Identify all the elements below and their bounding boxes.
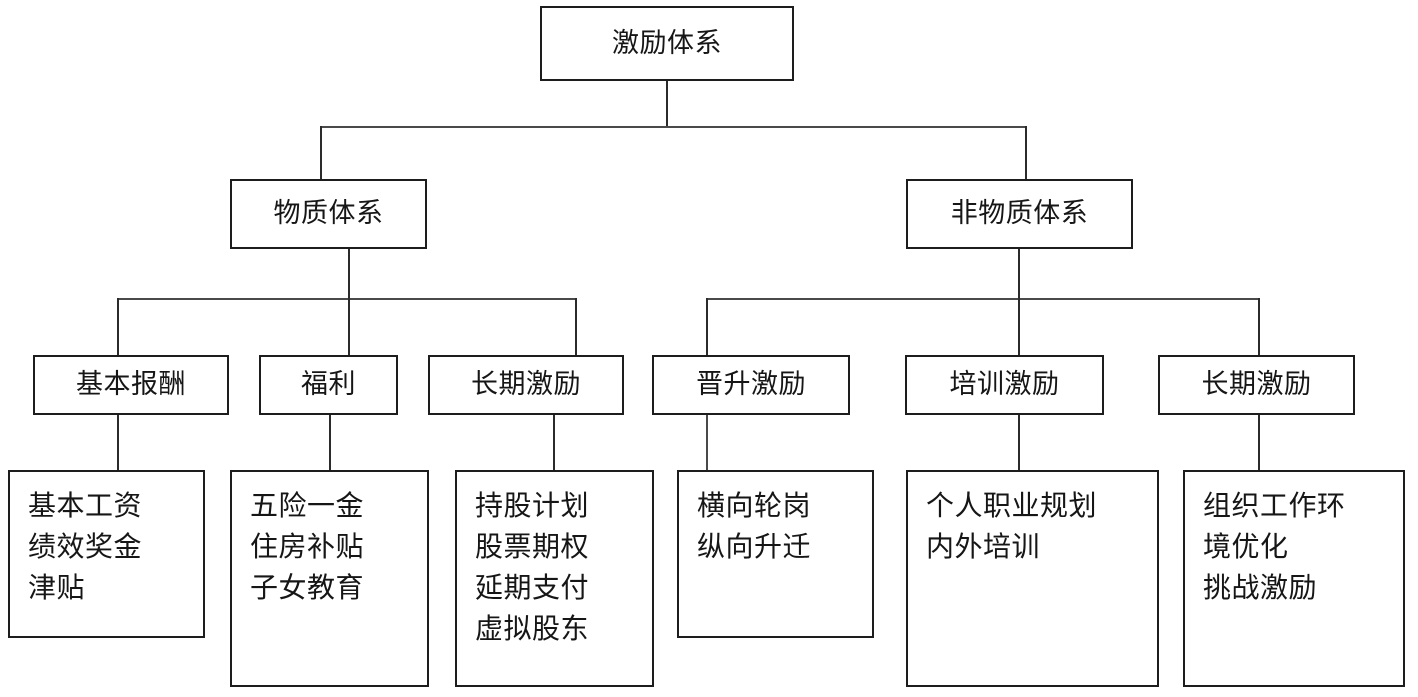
node-label: 长期激励	[1201, 369, 1312, 400]
leaf-text: 组织工作环 境优化 挑战激励	[1203, 491, 1346, 605]
connector-non-material-stem	[1018, 249, 1020, 299]
connector-root-stem	[666, 81, 668, 127]
node-label: 长期激励	[471, 369, 581, 400]
leaf-text: 基本工资 绩效奖金 津贴	[28, 491, 143, 605]
connector-root-to-material	[320, 126, 322, 179]
connector-material-to-welfare	[348, 298, 350, 357]
node-label: 物质体系	[273, 198, 384, 229]
node-promotion[interactable]: 晋升激励	[652, 355, 850, 415]
connector-material-bus	[117, 298, 577, 300]
leaf-basic-pay-items[interactable]: 基本工资 绩效奖金 津贴	[8, 470, 205, 638]
connector-long-term-material-to-items	[553, 415, 555, 471]
leaf-text: 五险一金 住房补贴 子女教育	[250, 491, 365, 605]
node-label: 福利	[301, 369, 356, 400]
connector-non-material-to-promotion	[706, 298, 708, 357]
leaf-text: 个人职业规划 内外培训	[926, 491, 1098, 564]
connector-material-to-basic-pay	[117, 298, 119, 357]
node-label: 晋升激励	[696, 369, 806, 400]
node-label: 基本报酬	[76, 369, 186, 400]
connector-non-material-to-long-term	[1258, 298, 1260, 357]
leaf-text: 横向轮岗 纵向升迁	[697, 491, 812, 564]
leaf-promotion-items[interactable]: 横向轮岗 纵向升迁	[677, 470, 874, 638]
node-label: 培训激励	[949, 369, 1060, 400]
connector-material-stem	[348, 249, 350, 299]
node-non-material-system[interactable]: 非物质体系	[906, 179, 1133, 249]
connector-non-material-to-training	[1018, 298, 1020, 357]
connector-non-material-bus	[706, 298, 1260, 300]
node-basic-pay[interactable]: 基本报酬	[33, 355, 229, 415]
connector-promotion-to-items	[706, 415, 708, 471]
leaf-welfare-items[interactable]: 五险一金 住房补贴 子女教育	[230, 470, 429, 687]
leaf-long-term-material-items[interactable]: 持股计划 股票期权 延期支付 虚拟股东	[455, 470, 654, 687]
node-training[interactable]: 培训激励	[905, 355, 1104, 415]
leaf-text: 持股计划 股票期权 延期支付 虚拟股东	[475, 491, 590, 646]
leaf-training-items[interactable]: 个人职业规划 内外培训	[906, 470, 1159, 687]
connector-welfare-to-items	[329, 415, 331, 471]
connector-root-bus	[320, 126, 1027, 128]
node-long-term-non-material[interactable]: 长期激励	[1158, 355, 1355, 415]
leaf-long-term-non-material-items[interactable]: 组织工作环 境优化 挑战激励	[1183, 470, 1405, 687]
connector-basic-pay-to-items	[117, 415, 119, 471]
node-root-incentive-system[interactable]: 激励体系	[540, 6, 794, 81]
node-label: 激励体系	[612, 27, 722, 58]
connector-root-to-non-material	[1025, 126, 1027, 179]
node-label: 非物质体系	[950, 198, 1089, 229]
connector-training-to-items	[1018, 415, 1020, 471]
node-welfare[interactable]: 福利	[259, 355, 398, 415]
connector-long-term-non-material-to-items	[1258, 415, 1260, 471]
node-long-term-material[interactable]: 长期激励	[428, 355, 624, 415]
connector-material-to-long-term	[575, 298, 577, 357]
node-material-system[interactable]: 物质体系	[230, 179, 427, 249]
